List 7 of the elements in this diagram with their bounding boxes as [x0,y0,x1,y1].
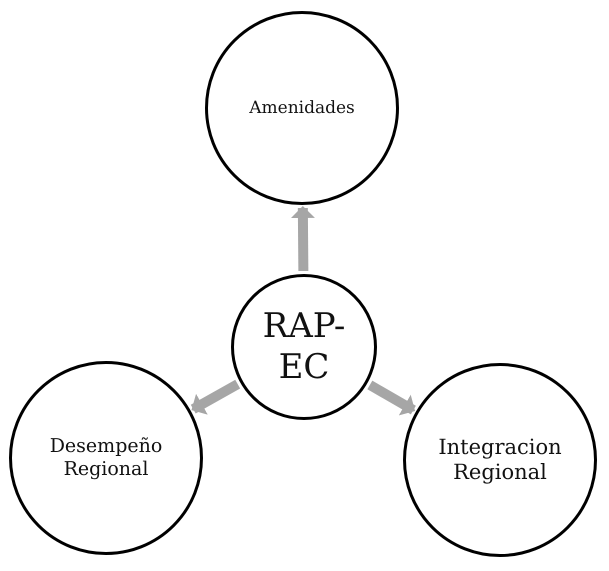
node-label: Integracion Regional [437,434,563,486]
arrow [190,380,240,415]
node-label: Amenidades [249,98,355,118]
arrow [290,206,315,272]
arrow [367,380,416,416]
node-label: RAP-EC [262,306,346,388]
node-label: Desempeño Regional [48,435,164,481]
